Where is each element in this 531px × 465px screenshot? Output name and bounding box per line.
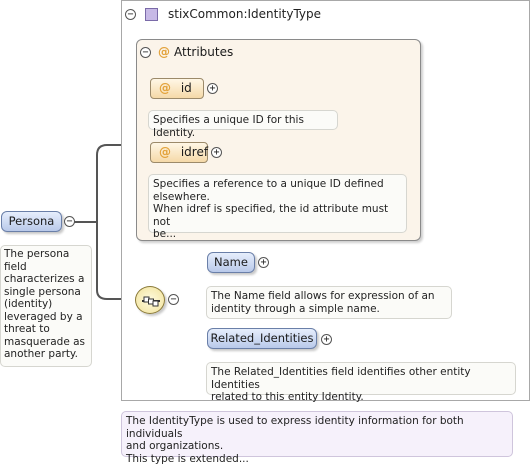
root-element-label: Persona	[8, 214, 55, 228]
type-name: stixCommon:IdentityType	[168, 7, 322, 21]
attribute-at-icon: @	[159, 145, 171, 159]
element-related-identities-expand-icon[interactable]: +	[321, 334, 332, 345]
element-related-identities-doc: The Related_Identities field identifies …	[206, 362, 516, 403]
element-name[interactable]: Name	[207, 252, 255, 273]
root-element-persona[interactable]: Persona	[1, 211, 62, 232]
element-name-doc: The Name field allows for expression of …	[206, 286, 452, 319]
element-related-identities[interactable]: Related_Identities	[207, 328, 317, 349]
root-collapse-icon[interactable]: −	[64, 216, 75, 227]
sequence-symbol-icon	[142, 296, 160, 307]
type-collapse-icon[interactable]: −	[125, 9, 136, 20]
attribute-idref[interactable]: @ idref	[150, 142, 208, 163]
type-description: The IdentityType is used to express iden…	[121, 411, 513, 465]
attributes-at-icon: @	[158, 45, 170, 59]
sequence-collapse-icon[interactable]: −	[168, 294, 179, 305]
attribute-at-icon: @	[159, 81, 171, 95]
root-description: The persona field characterizes a single…	[0, 245, 92, 367]
attribute-id-label: id	[180, 81, 192, 95]
attribute-idref-doc: Specifies a reference to a unique ID def…	[148, 174, 407, 240]
attributes-title: Attributes	[174, 45, 234, 59]
sequence-compositor-icon[interactable]	[135, 286, 165, 314]
element-name-expand-icon[interactable]: +	[258, 257, 269, 268]
element-name-label: Name	[214, 255, 248, 269]
attribute-idref-label: idref	[180, 145, 209, 159]
attribute-id[interactable]: @ id	[150, 78, 204, 99]
attribute-idref-expand-icon[interactable]: +	[211, 147, 222, 158]
attribute-id-expand-icon[interactable]: +	[207, 83, 218, 94]
element-related-identities-label: Related_Identities	[210, 331, 314, 345]
attributes-collapse-icon[interactable]: −	[140, 47, 151, 58]
attribute-id-doc: Specifies a unique ID for this Identity.	[148, 110, 338, 139]
complex-type-icon	[145, 8, 158, 21]
